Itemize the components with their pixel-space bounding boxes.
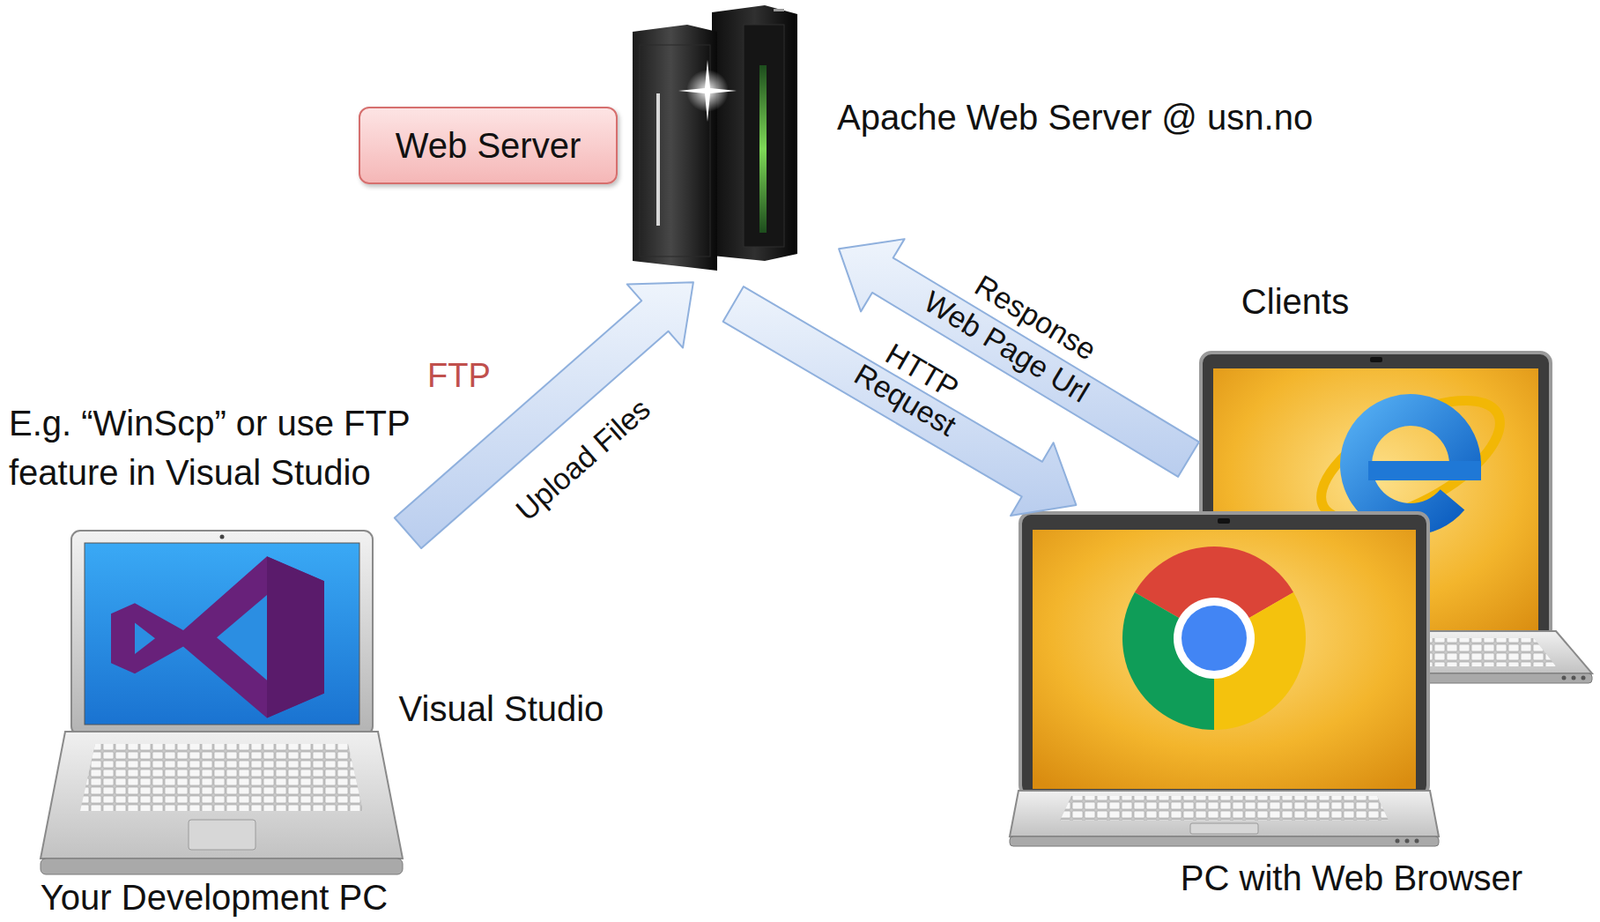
- laptop-caption: PC with Web Browser: [1180, 858, 1523, 897]
- laptop-touchpad: [188, 819, 256, 850]
- dev-laptop: [40, 530, 403, 875]
- client-laptop-front: [1009, 512, 1439, 846]
- laptop-led: [1581, 675, 1586, 681]
- laptop-led: [1571, 675, 1577, 681]
- chrome-logo: [1122, 546, 1306, 730]
- laptop-led: [1405, 838, 1410, 844]
- laptop-webcam: [1370, 356, 1383, 363]
- box-title: Web Server: [395, 125, 581, 165]
- server-light: [656, 93, 660, 226]
- laptop-base: [1009, 790, 1439, 837]
- edge-label: HTTP Request: [848, 327, 979, 443]
- laptop-keys: [80, 743, 363, 811]
- server-sparkle: [678, 59, 737, 122]
- laptop-edge: [1009, 836, 1439, 846]
- laptop-led: [1395, 838, 1400, 844]
- laptop-led: [1414, 838, 1420, 844]
- protocol-label: FTP: [427, 355, 491, 395]
- laptop-base: [40, 731, 403, 859]
- block-arrow: [394, 281, 694, 549]
- server-node: Apache Web Server @ usn.no: [632, 5, 798, 271]
- laptop-keyboard: [1059, 795, 1389, 821]
- server-panel: [743, 24, 785, 247]
- server-badge: [773, 8, 785, 12]
- block-arrow: [838, 238, 1200, 477]
- laptop-webcam: [1217, 518, 1230, 524]
- server-rack: [632, 24, 718, 271]
- laptop-lid: [71, 530, 373, 735]
- server-caption: Apache Web Server @ usn.no: [837, 97, 1313, 137]
- logo-shape: [1368, 460, 1482, 481]
- laptop-keys: [1059, 795, 1389, 821]
- laptop-screen: [84, 542, 360, 725]
- label-box: Web Server: [358, 106, 618, 185]
- laptop-caption: Your Development PC: [40, 877, 388, 917]
- dev-laptop-node: Visual StudioYour Development PC: [40, 530, 403, 878]
- note-label: E.g. “WinScp” or use FTP feature in Visu…: [8, 398, 428, 497]
- logo-center: [1181, 605, 1247, 671]
- visual-studio-logo: [111, 555, 325, 718]
- edge-label: Upload Files: [509, 391, 657, 526]
- logo-notch: [134, 622, 156, 654]
- laptop-touchpad: [1190, 822, 1259, 834]
- logo-ring: [1173, 597, 1255, 679]
- server-rack: [711, 5, 798, 261]
- server-light: [759, 65, 767, 233]
- laptop-screen: [1032, 529, 1416, 789]
- laptop-keyboard: [80, 743, 363, 811]
- group-caption: Clients: [1241, 281, 1349, 321]
- client-laptop-node: Clients: [1199, 352, 1593, 684]
- tool-caption: Visual Studio: [399, 688, 605, 728]
- laptop-webcam: [220, 534, 225, 540]
- server-illustration: [632, 5, 798, 271]
- logo-notch: [216, 594, 267, 681]
- laptop-lid: [1020, 512, 1429, 796]
- logo-shape: [266, 555, 325, 718]
- logo-shape: [111, 555, 325, 718]
- client-laptop-node: PC with Web Browser: [1009, 510, 1439, 847]
- laptop-led: [1562, 675, 1567, 681]
- laptop-edge: [40, 858, 403, 875]
